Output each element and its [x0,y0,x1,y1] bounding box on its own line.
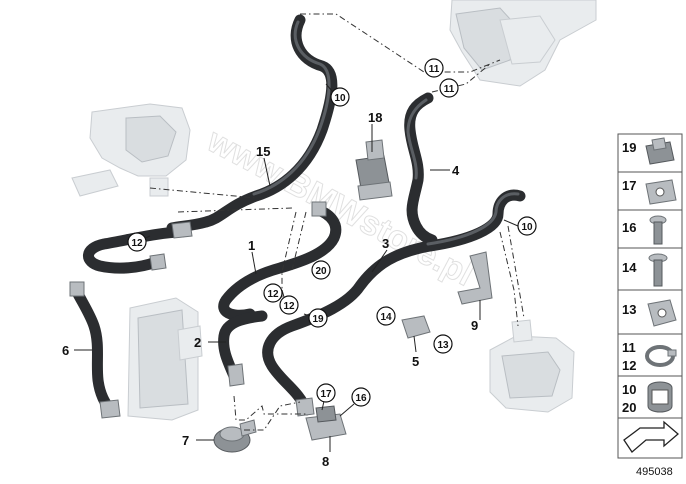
panel-item-10-20: 10 20 [617,375,683,419]
hose-12-left [83,221,193,274]
screw-icon [649,215,667,245]
hose-5-10 [166,14,338,234]
callout-5: 15 [256,144,270,159]
circled-callout-12-center-b: 12 [279,295,299,315]
bolt-icon [648,253,668,287]
panel-item-13: 13 [617,289,683,335]
hose-6 [69,281,121,419]
svg-text:10: 10 [622,382,636,397]
circled-callout-20: 20 [311,260,331,280]
svg-text:20: 20 [315,266,327,277]
water-pump [213,419,257,453]
radiator-ghost [127,297,203,421]
circled-callout-13: 13 [433,334,453,354]
svg-text:13: 13 [622,302,636,317]
circled-callout-10-right: 10 [517,216,537,236]
callout-6: 6 [62,343,69,358]
callout-3: 3 [382,236,389,251]
assembly-lines [149,13,525,431]
hose-1-20 [218,201,342,321]
bracket-18 [457,251,493,305]
hose-3 [262,189,526,417]
callout-numbers: 18 15 4 1 3 2 6 7 8 9 5 [62,110,478,469]
solenoid-valve [355,139,393,201]
callout-8: 18 [368,110,382,125]
panel-item-16: 16 [617,209,683,249]
circled-callout-12-center-a: 12 [263,283,283,303]
circled-callout-16: 16 [351,387,371,407]
svg-text:16: 16 [622,220,636,235]
svg-text:11: 11 [622,340,636,355]
clip-icon [645,137,675,165]
panel-item-arrow [617,417,683,459]
callout-7: 7 [182,433,189,448]
circled-callout-11-a: 11 [424,58,444,78]
svg-text:12: 12 [283,301,295,312]
svg-text:14: 14 [622,260,637,275]
hose-clamp-icon [645,345,677,367]
circled-callout-14: 14 [376,306,396,326]
circled-callout-11-b: 11 [439,78,459,98]
arrow-icon [623,420,679,453]
svg-text:12: 12 [267,289,279,300]
svg-text:11: 11 [429,64,440,75]
clamp-bracket-icon [645,179,677,205]
callout-4: 4 [452,163,460,178]
thermostat-housing-ghost [71,103,191,197]
callout-1: 1 [248,238,255,253]
svg-text:16: 16 [355,393,367,404]
callout-15: 8 [322,454,329,469]
hose-4 [404,92,438,246]
circled-callout-19: 19 [308,308,328,328]
svg-text:12: 12 [131,238,143,249]
circled-callout-12-left: 12 [127,232,147,252]
parts-panel: 19 17 16 14 [617,133,683,478]
svg-text:11: 11 [444,84,455,95]
panel-item-14: 14 [617,247,683,291]
bracket-15 [305,405,347,441]
circled-callout-17: 17 [316,383,336,403]
svg-text:14: 14 [380,312,392,323]
svg-text:13: 13 [437,340,449,351]
svg-text:19: 19 [312,314,324,325]
svg-text:17: 17 [320,389,332,400]
callout-9: 5 [412,354,419,369]
svg-text:17: 17 [622,178,636,193]
svg-text:19: 19 [622,140,636,155]
callout-18: 9 [471,318,478,333]
svg-text:20: 20 [622,400,636,415]
svg-text:12: 12 [622,358,636,373]
engine-block-ghost [449,0,597,87]
hose-2 [218,310,268,387]
circled-callouts: 10 11 11 10 12 12 12 20 [127,58,537,407]
svg-text:10: 10 [334,93,346,104]
svg-text:10: 10 [521,222,533,233]
circled-callout-10-top: 10 [330,87,350,107]
expansion-tank-ghost [489,319,575,413]
panel-item-11-12: 11 12 [617,333,683,377]
callout-2: 2 [194,335,201,350]
nut-icon [647,299,677,327]
panel-item-19: 19 [617,133,683,173]
panel-item-17: 17 [617,171,683,211]
bracket-9 [401,315,431,339]
reference-number: 495038 [636,466,673,478]
hose-clip-icon [647,381,673,413]
